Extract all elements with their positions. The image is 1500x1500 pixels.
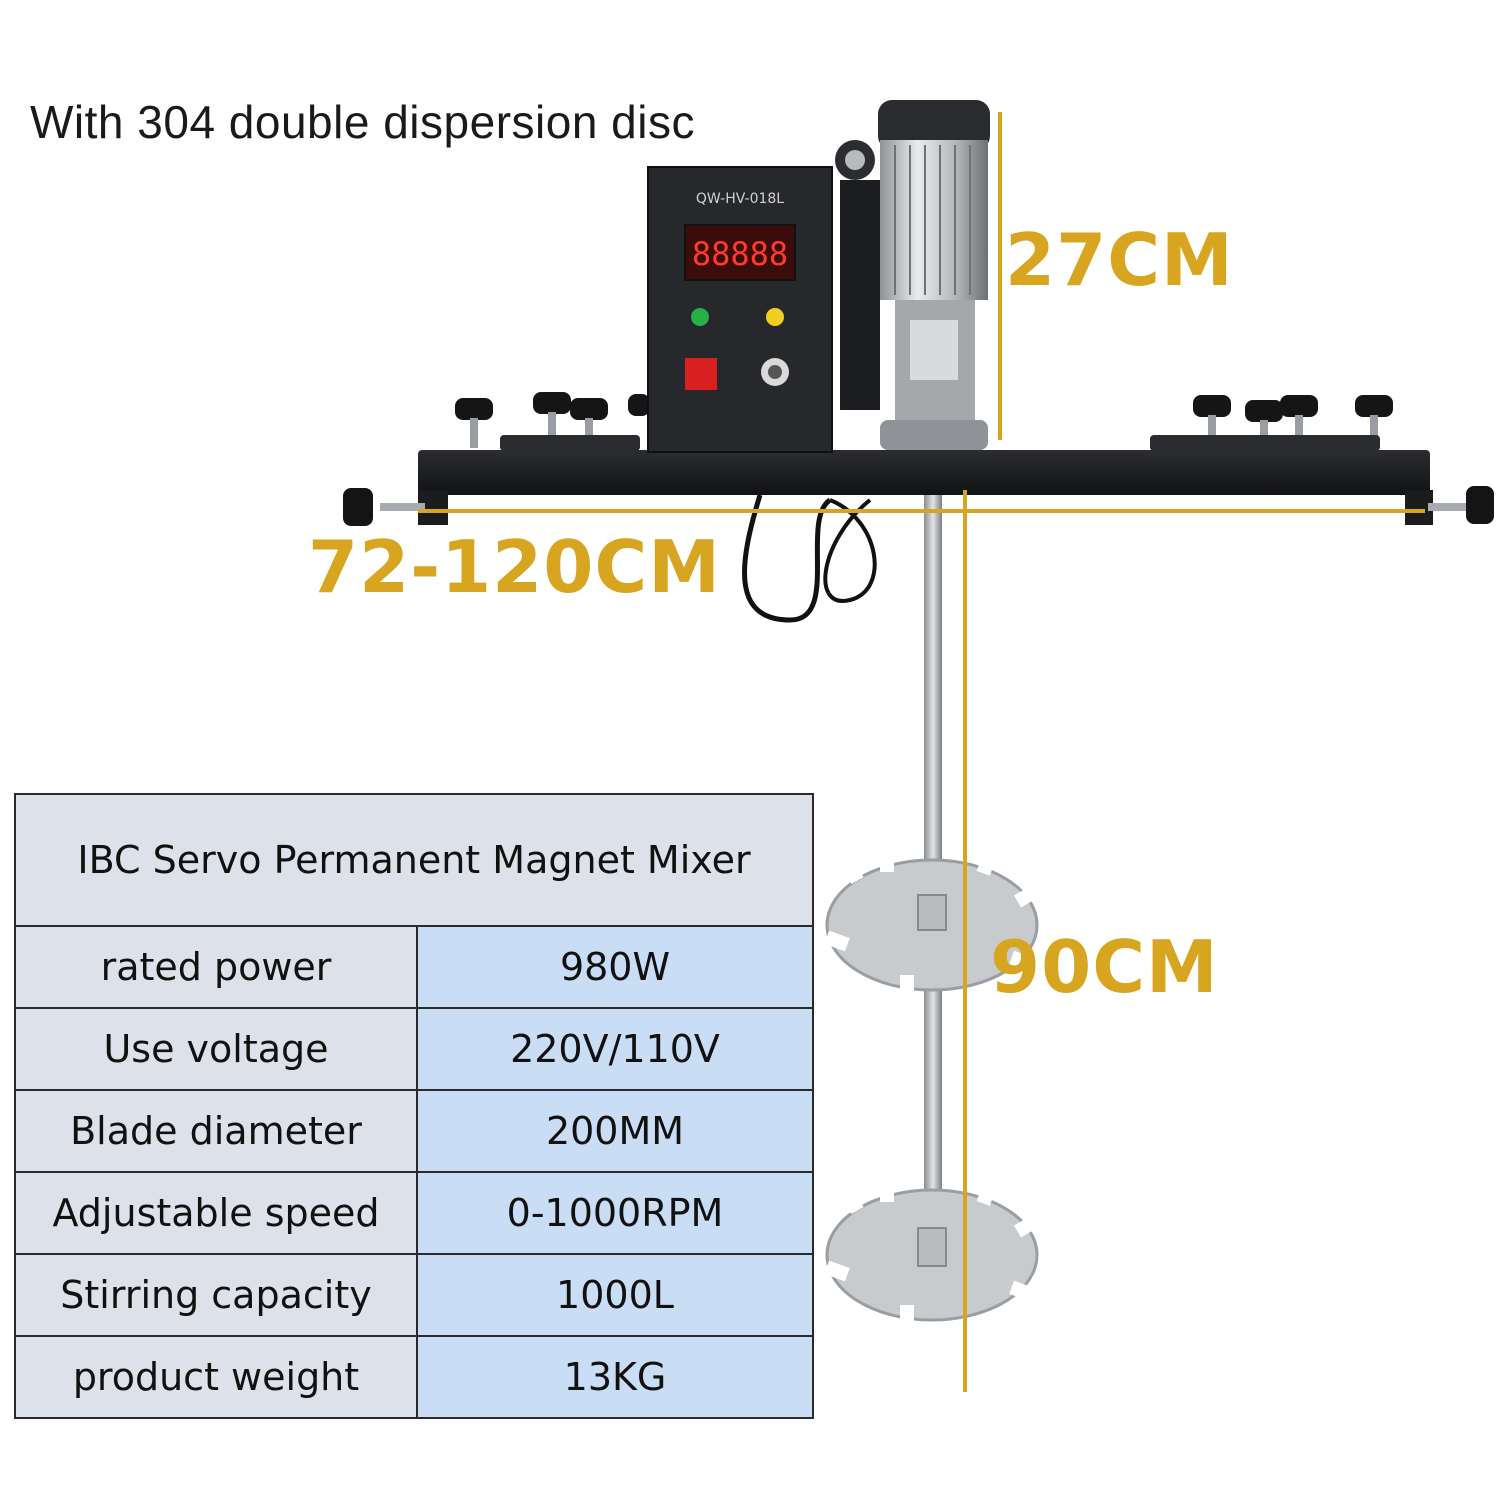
width-dimension-label: 72-120CM [308, 525, 721, 609]
spec-value: 13KG [416, 1335, 814, 1419]
height-dimension-label: 27CM [1005, 218, 1234, 302]
spec-table-title: IBC Servo Permanent Magnet Mixer [14, 793, 814, 927]
spec-value: 200MM [416, 1089, 814, 1173]
clamp-knobs-top [455, 392, 1393, 448]
spec-label: Blade diameter [14, 1089, 418, 1173]
power-cable [742, 494, 832, 623]
spec-label: rated power [14, 925, 418, 1009]
spec-label: Stirring capacity [14, 1253, 418, 1337]
table-row: Blade diameter 200MM [14, 1089, 814, 1173]
table-row: rated power 980W [14, 925, 814, 1009]
spec-label: product weight [14, 1335, 418, 1419]
spec-value: 0-1000RPM [416, 1171, 814, 1255]
shaft-length-dimension-label: 90CM [990, 925, 1219, 1009]
dispersion-disc-lower [824, 1180, 1041, 1327]
table-row: product weight 13KG [14, 1335, 814, 1419]
caption-text: With 304 double dispersion disc [30, 96, 695, 148]
spec-table: IBC Servo Permanent Magnet Mixer rated p… [14, 793, 814, 1419]
spec-value: 980W [416, 925, 814, 1009]
clamp-knob-right [1466, 486, 1494, 524]
clamp-knob-left [343, 488, 373, 526]
control-box [647, 166, 833, 453]
table-row: Stirring capacity 1000L [14, 1253, 814, 1337]
spec-value: 1000L [416, 1253, 814, 1337]
spec-value: 220V/110V [416, 1007, 814, 1091]
dispersion-disc-upper [824, 850, 1041, 997]
motor-assembly [835, 100, 990, 450]
mounting-bar [418, 450, 1430, 495]
spec-label: Adjustable speed [14, 1171, 418, 1255]
dimension-lines [418, 112, 1425, 1392]
spec-label: Use voltage [14, 1007, 418, 1091]
table-row: Use voltage 220V/110V [14, 1007, 814, 1091]
table-row: Adjustable speed 0-1000RPM [14, 1171, 814, 1255]
